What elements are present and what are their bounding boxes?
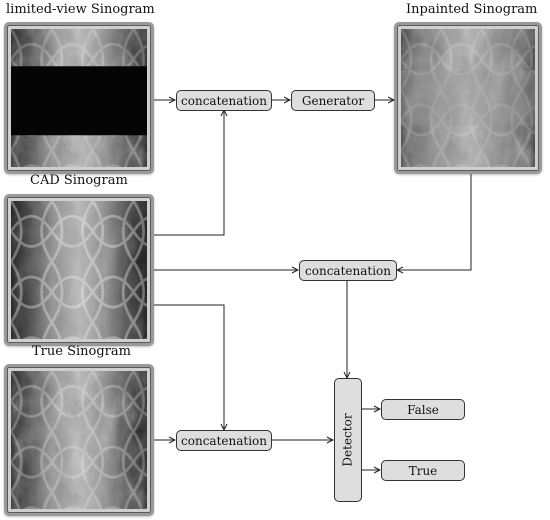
true-sinogram-label: True Sinogram <box>32 344 131 359</box>
edge-cad-to-concat1 <box>154 110 224 236</box>
limited-view-sinogram-label: limited-view Sinogram <box>6 2 155 17</box>
concatenation-node-1: concatenation <box>176 90 272 111</box>
inpainted-sinogram-label: Inpainted Sinogram <box>406 2 538 17</box>
concatenation-node-2: concatenation <box>299 260 397 281</box>
edge-cad-to-concat3 <box>154 304 224 430</box>
inpainted-sinogram-image <box>394 22 542 174</box>
true-sinogram-image <box>4 364 154 516</box>
limited-view-sinogram-image <box>4 22 154 174</box>
true-output-node: True <box>381 460 465 481</box>
detector-label: Detector <box>341 413 355 467</box>
concatenation-node-3: concatenation <box>176 430 272 451</box>
edge-inpainted-to-concat2 <box>397 174 472 270</box>
false-output-node: False <box>381 399 465 420</box>
cad-sinogram-label: CAD Sinogram <box>30 173 128 188</box>
cad-sinogram-image <box>4 194 154 346</box>
generator-node: Generator <box>291 90 375 111</box>
detector-node: Detector <box>334 378 362 502</box>
